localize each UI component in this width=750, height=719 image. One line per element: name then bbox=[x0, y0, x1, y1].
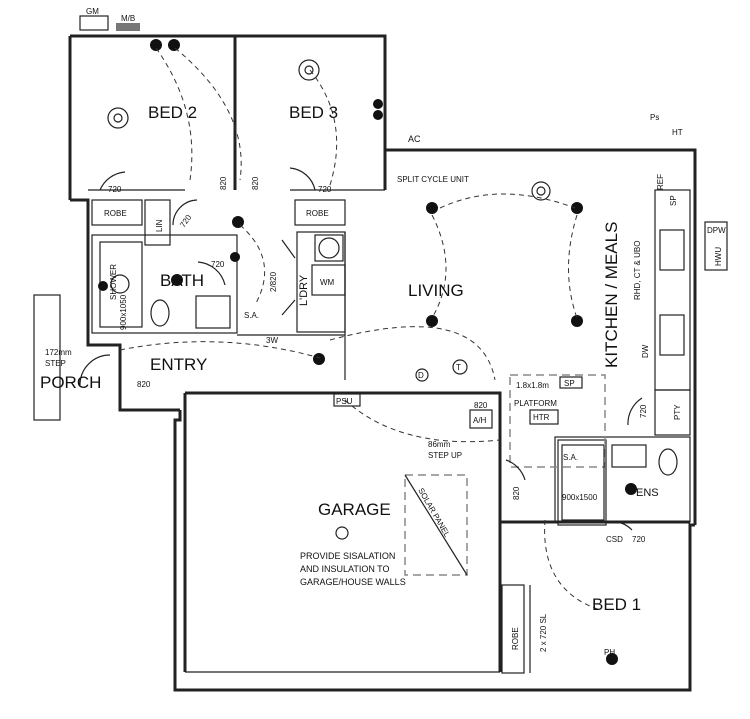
ht-label: HT bbox=[672, 128, 683, 137]
step-up-label: STEP UP bbox=[428, 451, 462, 460]
platform-sp-label: SP bbox=[564, 379, 575, 388]
bed2-robe-label: ROBE bbox=[104, 209, 127, 218]
meter-box bbox=[116, 23, 140, 31]
wiring-arcs bbox=[119, 47, 601, 611]
bed2-fan-icon bbox=[107, 107, 129, 129]
exhaust-fan-icon bbox=[318, 237, 340, 259]
entry-label: ENTRY bbox=[150, 355, 207, 374]
bed3-hall-door-label: 820 bbox=[251, 176, 260, 190]
platform-label: PLATFORM bbox=[514, 399, 557, 408]
insulation-note-2: AND INSULATION TO bbox=[300, 564, 390, 574]
mb-label: M/B bbox=[121, 14, 135, 23]
htr-label: HTR bbox=[533, 413, 550, 422]
shower-label: SHOWER bbox=[109, 264, 118, 300]
washing-machine-icon bbox=[311, 264, 346, 296]
rhd-ct-ubo-label: RHD, CT & UBO bbox=[633, 241, 642, 300]
garage-door-label: 820 bbox=[512, 486, 521, 500]
ceiling-lights bbox=[98, 39, 637, 665]
bath-door-label: 720 bbox=[211, 260, 225, 269]
pantry-label: PTY bbox=[673, 404, 682, 420]
bath-sa-label: S.A. bbox=[244, 311, 259, 320]
ps-label: Ps bbox=[650, 113, 659, 122]
csd-label: CSD bbox=[606, 535, 623, 544]
living-fan-icon bbox=[531, 181, 551, 201]
garage-label: GARAGE bbox=[318, 500, 391, 519]
ac-label: AC bbox=[408, 134, 421, 144]
csd-door-label: 720 bbox=[632, 535, 646, 544]
insulation-note-3: GARAGE/HOUSE WALLS bbox=[300, 577, 406, 587]
bed1-robe-label: ROBE bbox=[511, 627, 520, 650]
gas-meter-box bbox=[79, 15, 109, 31]
vanity-basin bbox=[195, 295, 231, 329]
d-label: D bbox=[418, 371, 424, 380]
entry-door-label: 820 bbox=[137, 380, 151, 389]
dw-label: DW bbox=[641, 344, 650, 358]
bed3-robe-label: ROBE bbox=[306, 209, 329, 218]
ref-label: REF bbox=[656, 174, 665, 190]
shower-size-label: 900x1050 bbox=[119, 294, 128, 330]
laundry-label: L'DRY bbox=[298, 274, 310, 306]
split-cycle-label: SPLIT CYCLE UNIT bbox=[397, 175, 469, 184]
bed2-label: BED 2 bbox=[148, 103, 197, 122]
ah-label: A/H bbox=[473, 416, 487, 425]
porch-step-height: 172mm bbox=[45, 348, 72, 357]
living-label: LIVING bbox=[408, 281, 464, 300]
gm-label: GM bbox=[86, 7, 99, 16]
ensuite-toilet-icon bbox=[658, 448, 678, 476]
door-swings bbox=[79, 167, 643, 531]
hwu-box bbox=[704, 221, 728, 271]
ah-box bbox=[469, 409, 493, 429]
bed1-label: BED 1 bbox=[592, 595, 641, 614]
thermostat-icon bbox=[452, 359, 468, 375]
ensuite-shower-size: 900x1500 bbox=[562, 493, 598, 502]
porch-step-label: STEP bbox=[45, 359, 66, 368]
step-up-height: 86mm bbox=[428, 440, 451, 449]
cooktop bbox=[659, 229, 685, 271]
sp-label-ref: SP bbox=[669, 195, 678, 206]
ah-door-label: 820 bbox=[474, 401, 488, 410]
outer-walls bbox=[33, 34, 697, 692]
laundry-door-label: 2/820 bbox=[269, 271, 278, 292]
three-way-label: 3W bbox=[266, 336, 278, 345]
wm-label: WM bbox=[320, 278, 335, 287]
ensuite-label: ENS bbox=[636, 487, 659, 499]
t-label: T bbox=[456, 363, 461, 372]
bed3-door-label: 720 bbox=[318, 185, 332, 194]
platform-size-label: 1.8x1.8m bbox=[516, 381, 549, 390]
solar-panel-outline bbox=[404, 474, 468, 576]
bed2-hall-door-label: 820 bbox=[219, 176, 228, 190]
insulation-note-1: PROVIDE SISALATION bbox=[300, 551, 395, 561]
linen-label: LIN bbox=[155, 219, 164, 232]
shower-drain-icon bbox=[110, 274, 130, 294]
platform-sp-box bbox=[559, 376, 583, 389]
bed2-door-label: 720 bbox=[108, 185, 122, 194]
pantry-door-label: 720 bbox=[639, 404, 648, 418]
platform-sa-label: S.A. bbox=[563, 453, 578, 462]
bed3-fan-icon bbox=[298, 59, 320, 81]
smoke-detector-icon bbox=[415, 368, 429, 382]
porch-label: PORCH bbox=[40, 373, 101, 392]
ensuite-basin bbox=[611, 444, 647, 468]
kitchen-sink bbox=[659, 314, 685, 356]
ensuite-shower-base bbox=[561, 444, 605, 521]
kitchen-meals-label: KITCHEN / MEALS bbox=[602, 222, 621, 368]
bed3-label: BED 3 bbox=[289, 103, 338, 122]
sliding-door-label: 2 x 720 SL bbox=[539, 613, 548, 652]
dpw-label: DPW bbox=[707, 226, 726, 235]
linen-door-label: 720 bbox=[178, 213, 193, 230]
laundry-tub bbox=[314, 234, 344, 262]
psu-label: PSU bbox=[336, 397, 353, 406]
solar-panel-label: SOLAR PANEL bbox=[416, 487, 452, 540]
bath-label: BATH bbox=[160, 271, 204, 290]
interior-walls bbox=[88, 36, 691, 674]
garage-light-icon bbox=[335, 526, 349, 540]
ph-label: PH bbox=[604, 648, 615, 657]
htr-box bbox=[529, 409, 559, 425]
hwu-label: HWU bbox=[714, 247, 723, 266]
platform-outline bbox=[509, 374, 606, 468]
bath-toilet-icon bbox=[150, 299, 170, 327]
psu-box bbox=[333, 393, 361, 407]
